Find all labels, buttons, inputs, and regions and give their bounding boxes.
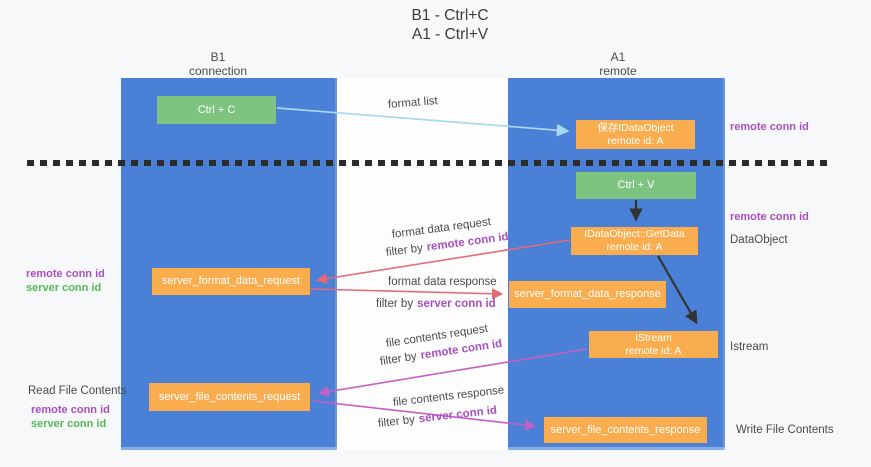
column-a1-name: A1 bbox=[610, 50, 626, 64]
node-server-format-data-request-label: server_format_data_request bbox=[161, 275, 301, 287]
node-server-format-data-response: server_format_data_response bbox=[509, 281, 666, 308]
annotation-read-file-contents: Read File Contents bbox=[28, 385, 127, 397]
annotation-server-conn-id-top-left: server conn id bbox=[26, 282, 102, 294]
node-ctrl-c-label: Ctrl + C bbox=[197, 103, 236, 116]
diagram-title: B1 - Ctrl+C A1 - Ctrl+V bbox=[330, 6, 570, 44]
column-header-a1: A1 remote bbox=[548, 50, 688, 78]
annotation-write-file-contents: Write File Contents bbox=[736, 424, 834, 436]
node-ctrl-v: Ctrl + V bbox=[576, 172, 696, 199]
filter-by-text: filter by bbox=[376, 298, 414, 310]
node-istream-line1: IStream bbox=[635, 331, 672, 344]
node-idataobject-getdata-line2: remote id: A bbox=[606, 241, 663, 253]
node-istream: IStream remote id: A bbox=[589, 331, 718, 358]
node-server-format-data-request: server_format_data_request bbox=[152, 268, 310, 295]
node-server-file-contents-response: server_file_contents_response bbox=[544, 417, 707, 443]
node-ctrl-c: Ctrl + C bbox=[157, 96, 276, 124]
annotation-remote-conn-id-bottom-left: remote conn id bbox=[31, 404, 110, 416]
node-save-idataobject-line2: remote id: A bbox=[607, 134, 664, 147]
title-line-1: B1 - Ctrl+C bbox=[411, 7, 489, 24]
annotation-remote-conn-id-mid-right: remote conn id bbox=[730, 211, 809, 223]
annotation-dataobject: DataObject bbox=[730, 234, 788, 246]
node-ctrl-v-label: Ctrl + V bbox=[617, 179, 655, 191]
column-header-b1: B1 connection bbox=[148, 50, 288, 78]
node-idataobject-getdata: IDataObject::GetData remote id: A bbox=[571, 227, 698, 255]
node-save-idataobject-line1: 保存IDataObject bbox=[597, 121, 674, 134]
node-server-file-contents-response-label: server_file_contents_response bbox=[550, 423, 701, 436]
column-a1-role: remote bbox=[599, 64, 637, 78]
filter-key-server-conn-id: server conn id bbox=[417, 298, 496, 310]
node-istream-line2: remote id: A bbox=[625, 344, 682, 357]
format-data-response-text: format data response bbox=[388, 276, 497, 288]
annotation-remote-conn-id-top-right: remote conn id bbox=[730, 121, 809, 133]
node-server-file-contents-request: server_file_contents_request bbox=[149, 383, 310, 411]
column-b1-role: connection bbox=[188, 64, 248, 78]
session-divider-dashed-line bbox=[27, 160, 831, 166]
node-server-format-data-response-label: server_format_data_response bbox=[514, 288, 661, 300]
node-server-file-contents-request-label: server_file_contents_request bbox=[158, 390, 301, 403]
annotation-istream: Istream bbox=[730, 341, 769, 353]
title-line-2: A1 - Ctrl+V bbox=[411, 26, 489, 43]
node-idataobject-getdata-line1: IDataObject::GetData bbox=[584, 228, 685, 240]
annotation-remote-conn-id-top-left: remote conn id bbox=[26, 268, 105, 280]
annotation-server-conn-id-bottom-left: server conn id bbox=[31, 418, 107, 430]
column-b1-name: B1 bbox=[210, 50, 226, 64]
node-save-idataobject: 保存IDataObject remote id: A bbox=[576, 120, 695, 149]
edge-label-format-data-response: format data response bbox=[388, 276, 497, 288]
